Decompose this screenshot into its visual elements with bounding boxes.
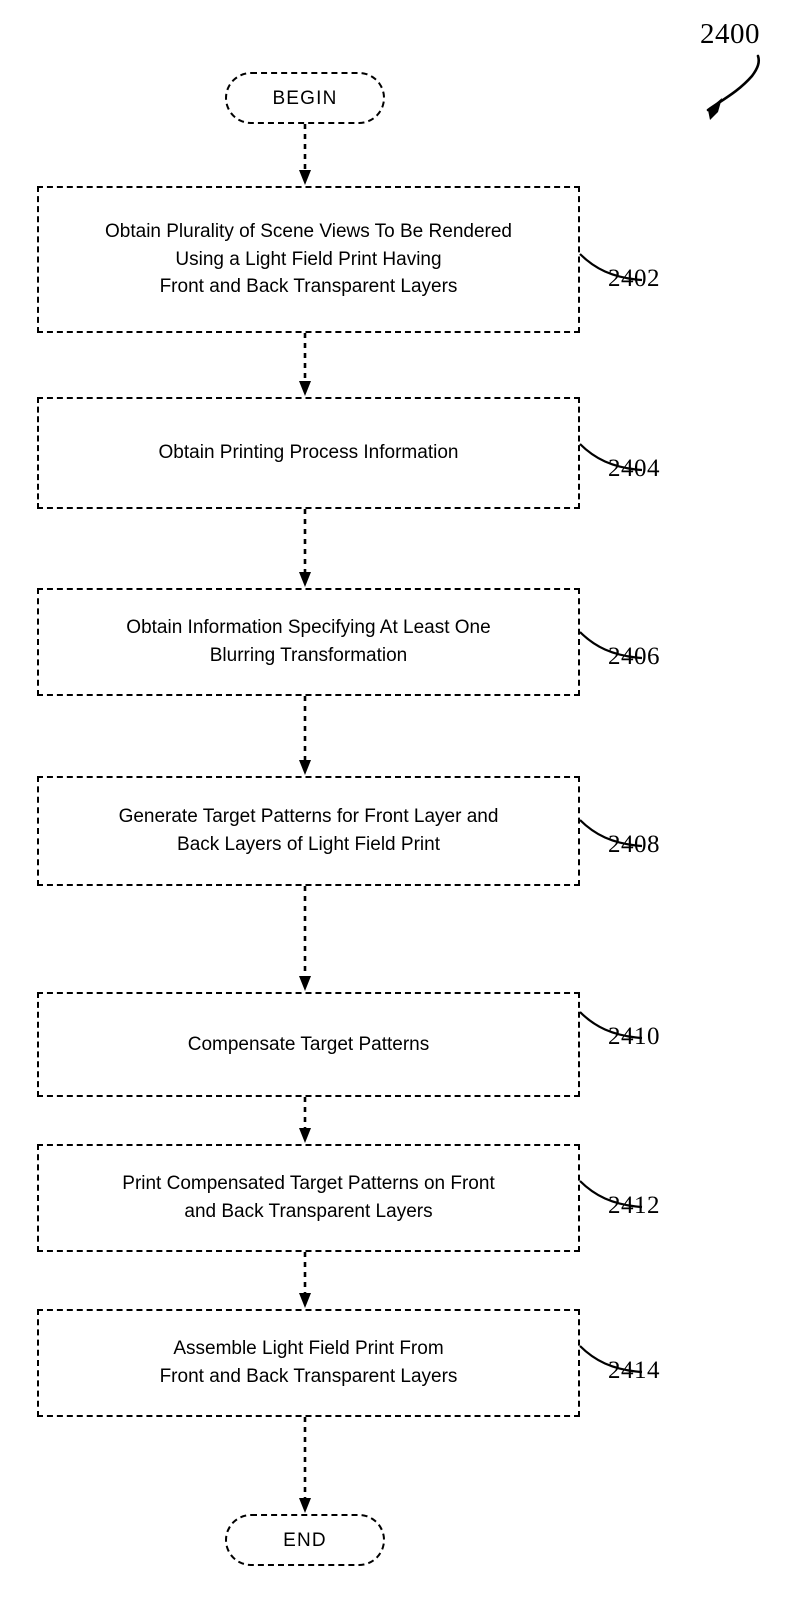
step-box-2410: Compensate Target Patterns xyxy=(37,992,580,1097)
leader-line-2408 xyxy=(578,814,646,854)
step-box-2402: Obtain Plurality of Scene Views To Be Re… xyxy=(37,186,580,333)
step-text-2408: Generate Target Patterns for Front Layer… xyxy=(118,806,499,855)
leader-line-2410 xyxy=(578,1006,646,1046)
end-terminal: END xyxy=(225,1514,385,1566)
figure-number: 2400 xyxy=(700,18,760,50)
step-box-2412: Print Compensated Target Patterns on Fro… xyxy=(37,1144,580,1252)
reference-numeral-2410: 2410 xyxy=(608,1023,660,1050)
step-text-2410: Compensate Target Patterns xyxy=(187,1033,430,1055)
down-arrow-icon xyxy=(296,886,314,992)
step-text-2406: Obtain Information Specifying At Least O… xyxy=(126,617,491,666)
leader-line-2414 xyxy=(578,1340,646,1380)
step-text-2414: Assemble Light Field Print From Front an… xyxy=(159,1338,458,1387)
down-arrow-icon xyxy=(296,1417,314,1514)
leader-line-2406 xyxy=(578,626,646,666)
reference-numeral-2406: 2406 xyxy=(608,643,660,670)
step-box-2406: Obtain Information Specifying At Least O… xyxy=(37,588,580,696)
down-arrow-icon xyxy=(296,1097,314,1144)
reference-numeral-2412: 2412 xyxy=(608,1192,660,1219)
leader-line-2412 xyxy=(578,1175,646,1215)
reference-numeral-2402: 2402 xyxy=(608,265,660,292)
step-text-2412: Print Compensated Target Patterns on Fro… xyxy=(122,1173,495,1222)
down-arrow-icon xyxy=(296,696,314,776)
down-arrow-icon xyxy=(296,124,314,186)
down-arrow-icon xyxy=(296,333,314,397)
curved-arrow-icon xyxy=(660,48,790,128)
down-arrow-icon xyxy=(296,509,314,588)
reference-numeral-2404: 2404 xyxy=(608,455,660,482)
reference-numeral-2408: 2408 xyxy=(608,831,660,858)
down-arrow-icon xyxy=(296,1252,314,1309)
begin-terminal-label: BEGIN xyxy=(272,87,338,109)
step-box-2408: Generate Target Patterns for Front Layer… xyxy=(37,776,580,886)
step-text-2404: Obtain Printing Process Information xyxy=(158,442,459,464)
leader-line-2404 xyxy=(578,438,646,478)
end-terminal-label: END xyxy=(283,1529,327,1551)
leader-line-2402 xyxy=(578,248,646,288)
step-text-2402: Obtain Plurality of Scene Views To Be Re… xyxy=(105,221,512,298)
step-box-2404: Obtain Printing Process Information xyxy=(37,397,580,509)
reference-numeral-2414: 2414 xyxy=(608,1357,660,1384)
step-box-2414: Assemble Light Field Print From Front an… xyxy=(37,1309,580,1417)
begin-terminal: BEGIN xyxy=(225,72,385,124)
